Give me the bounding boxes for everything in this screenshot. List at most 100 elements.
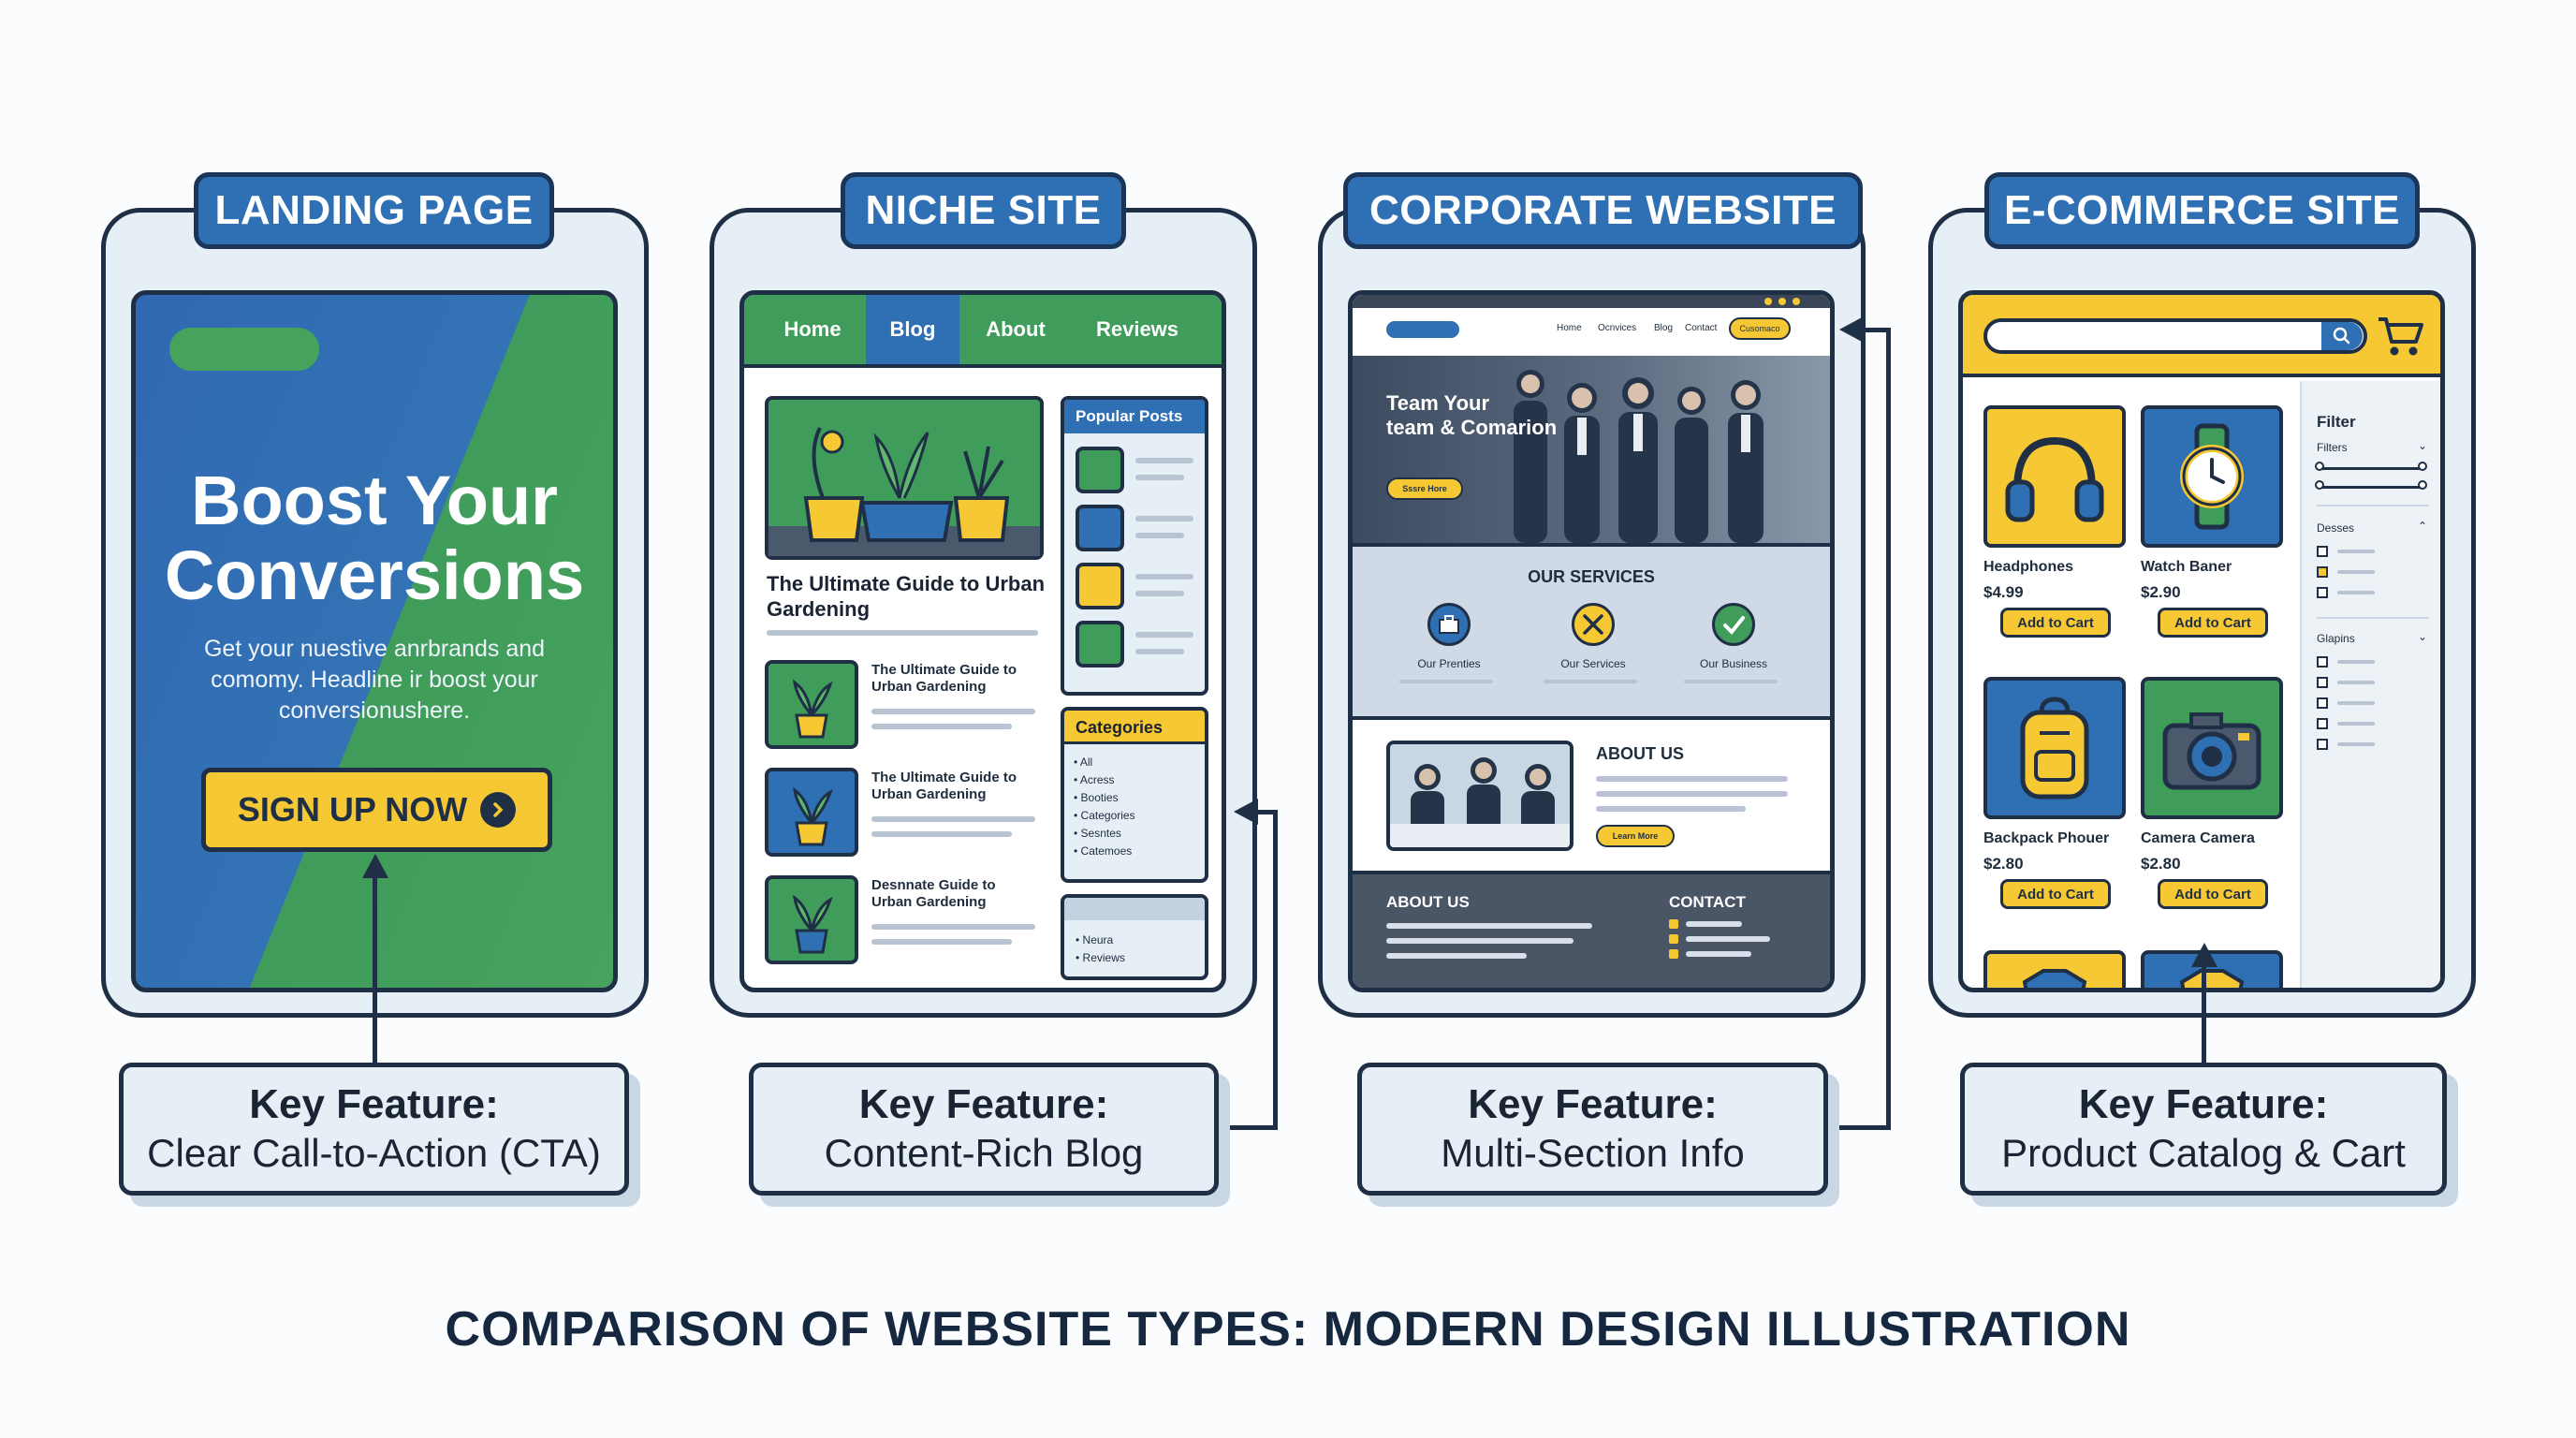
checkbox-checked-icon[interactable] [2317, 566, 2328, 578]
corporate-connector-v [1886, 328, 1891, 1130]
corporate-footer-contact: CONTACT [1669, 893, 1746, 911]
checkbox-icon[interactable] [2317, 656, 2328, 668]
shop-range-slider-2[interactable] [2320, 486, 2423, 489]
corporate-nav-blog[interactable]: Blog [1654, 323, 1674, 333]
shop-filter-title: Filter [2317, 413, 2356, 431]
slider-handle-icon[interactable] [2315, 462, 2324, 471]
shop-screen: Filter Filters ⌄ Desses ⌃ Glapins ⌄ [1958, 290, 2445, 992]
about-text-bar [1596, 776, 1788, 782]
niche-popular-text-3b [1135, 591, 1184, 596]
slider-handle-icon[interactable] [2418, 480, 2427, 490]
niche-post-title-2[interactable]: The Ultimate Guide to Urban Gardening [871, 770, 1017, 802]
niche-category-item[interactable]: • Booties [1074, 791, 1119, 804]
checkbox-icon[interactable] [2317, 718, 2328, 729]
niche-post-title-1[interactable]: The Ultimate Guide to Urban Gardening [871, 662, 1017, 695]
add-to-cart-button-1[interactable]: Add to Cart [2000, 608, 2111, 638]
niche-extra-item[interactable]: • Neura [1076, 933, 1114, 946]
checkbox-icon[interactable] [2317, 739, 2328, 750]
checkbox-icon[interactable] [2317, 546, 2328, 557]
corporate-learn-more-button[interactable]: Learn More [1596, 825, 1675, 847]
corporate-nav-services[interactable]: Ocnvices [1598, 323, 1637, 333]
checkbox-icon[interactable] [2317, 697, 2328, 709]
landing-headline-line-1: Boost Your [191, 462, 558, 539]
product-image-4[interactable] [2141, 677, 2283, 819]
niche-popular-thumb-4[interactable] [1076, 621, 1124, 668]
add-to-cart-button-4[interactable]: Add to Cart [2158, 879, 2268, 909]
corporate-nav-home[interactable]: Home [1557, 323, 1582, 333]
niche-popular-thumb-1[interactable] [1076, 447, 1124, 493]
cart-icon[interactable] [2375, 312, 2427, 360]
landing-connector [373, 875, 377, 1063]
corporate-logo[interactable] [1386, 321, 1459, 338]
niche-popular-thumb-2[interactable] [1076, 505, 1124, 551]
product-image-2[interactable] [2141, 405, 2283, 548]
niche-feature-title[interactable]: The Ultimate Guide to Urban Gardening [767, 572, 1046, 621]
corporate-service-3[interactable]: Our Business [1699, 657, 1768, 670]
niche-post-thumb-1[interactable] [765, 660, 858, 749]
landing-signup-button[interactable]: SIGN UP NOW [201, 768, 552, 852]
search-icon[interactable] [2321, 322, 2363, 350]
shop-search-input[interactable] [1983, 318, 2367, 354]
niche-category-item[interactable]: • Categories [1074, 809, 1135, 822]
footer-contact-bar [1686, 951, 1751, 957]
product-image-1[interactable] [1983, 405, 2126, 548]
niche-connector-h2 [1256, 810, 1278, 814]
chevron-up-icon[interactable]: ⌃ [2418, 520, 2428, 533]
niche-nav-blog[interactable]: Blog [866, 295, 959, 364]
corporate-service-2[interactable]: Our Services [1560, 657, 1626, 670]
product-image-3[interactable] [1983, 677, 2126, 819]
niche-feature-rule [767, 630, 1038, 636]
niche-category-item[interactable]: • Catemoes [1074, 844, 1133, 858]
niche-extra-item[interactable]: • Reviews [1076, 951, 1125, 964]
product-name-2[interactable]: Watch Baner [2141, 559, 2232, 575]
niche-extra-header [1064, 898, 1205, 920]
footer-text-bar [1386, 938, 1573, 944]
chevron-down-icon[interactable]: ⌄ [2418, 439, 2428, 452]
product-name-4[interactable]: Camera Camera [2141, 830, 2255, 846]
slider-handle-icon[interactable] [2315, 480, 2324, 490]
product-image-5[interactable] [1983, 950, 2126, 988]
corporate-about-image[interactable] [1386, 741, 1573, 851]
slider-handle-icon[interactable] [2418, 462, 2427, 471]
corporate-tag: CORPORATE WEBSITE [1343, 172, 1863, 249]
niche-category-item[interactable]: • Acress [1074, 773, 1115, 786]
corporate-service-1[interactable]: Our Prenties [1417, 657, 1481, 670]
window-dot-icon [1778, 298, 1786, 305]
shop-filters-label[interactable]: Filters [2317, 441, 2348, 454]
plant-icon [793, 679, 833, 739]
checkbox-icon[interactable] [2317, 677, 2328, 688]
camera-icon [2162, 712, 2261, 790]
callout-landing-key: Key Feature: [249, 1081, 499, 1127]
shop-connector-arrow [2191, 943, 2217, 967]
chevron-down-icon[interactable]: ⌄ [2418, 630, 2428, 643]
niche-post-thumb-3[interactable] [765, 875, 858, 964]
window-dot-icon [1764, 298, 1772, 305]
niche-category-item[interactable]: • All [1074, 756, 1093, 769]
niche-post-title-3[interactable]: Desnnate Guide to Urban Gardening [871, 877, 996, 910]
product-name-1[interactable]: Headphones [1983, 559, 2074, 575]
shop-filter-group-1[interactable]: Desses [2317, 521, 2355, 535]
corporate-header: Home Ocnvices Blog Contact Cusomaco [1353, 295, 1830, 356]
corporate-nav-button[interactable]: Cusomaco [1729, 317, 1791, 340]
footer-text-bar [1386, 923, 1592, 929]
product-name-3[interactable]: Backpack Phouer [1983, 830, 2110, 846]
niche-post-thumb-2[interactable] [765, 768, 858, 857]
shop-range-slider-1[interactable] [2320, 467, 2423, 470]
add-to-cart-button-3[interactable]: Add to Cart [2000, 879, 2111, 909]
plant-icon [793, 894, 833, 954]
niche-feature-image[interactable] [765, 396, 1044, 560]
shop-filter-group-2[interactable]: Glapins [2317, 632, 2355, 645]
corporate-hero-button[interactable]: Sssre Hore [1386, 477, 1463, 500]
corporate-nav-contact[interactable]: Contact [1685, 323, 1718, 333]
briefcase-icon [1427, 603, 1471, 646]
niche-nav-about[interactable]: About [986, 317, 1046, 341]
checkbox-icon[interactable] [2317, 587, 2328, 598]
add-to-cart-button-2[interactable]: Add to Cart [2158, 608, 2268, 638]
niche-popular-thumb-3[interactable] [1076, 563, 1124, 609]
window-dot-icon [1793, 298, 1800, 305]
niche-nav-reviews[interactable]: Reviews [1095, 317, 1179, 341]
meeting-people-icon [1390, 744, 1570, 847]
diagram-caption: COMPARISON OF WEBSITE TYPES: MODERN DESI… [445, 1302, 2131, 1357]
niche-nav-home[interactable]: Home [783, 317, 842, 341]
niche-category-item[interactable]: • Sesntes [1074, 827, 1121, 840]
